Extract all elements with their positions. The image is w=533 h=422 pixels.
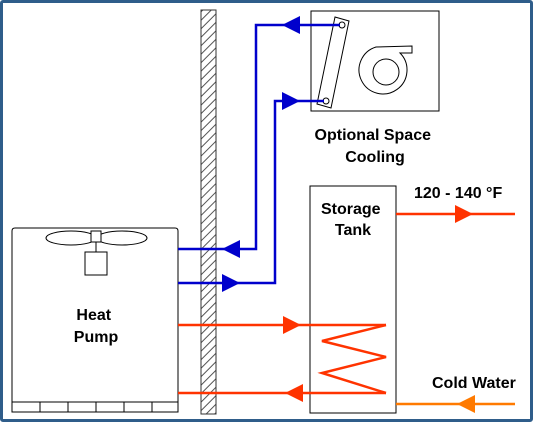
flow-arrow-icon [282,16,300,34]
storage-tank: Storage Tank [309,185,397,414]
flow-arrow-icon [457,395,475,413]
storage-tank-label: Storage Tank [321,201,385,239]
heat-pump-feet [11,401,179,413]
hot-water-temp-label: 120 - 140 °F [414,185,502,202]
fan-icon [45,230,148,276]
cold-water-line-group [396,395,515,413]
flow-arrow-icon [282,92,300,110]
exterior-wall [200,9,217,415]
cold-water-label: Cold Water [432,375,516,392]
flow-arrow-icon [222,274,240,292]
space-cooling-unit: Optional Space Cooling [310,10,440,166]
refrigerant-arrows [222,16,300,292]
heat-pump-label: Heat Pump [74,307,119,346]
refrigerant-supply-line [178,99,324,285]
flow-arrow-icon [283,316,301,334]
space-cooling-label: Optional Space Cooling [315,127,436,166]
heat-exchanger-coil [317,323,387,395]
flow-arrow-icon [285,384,303,402]
cooling-coil-icon [316,16,350,109]
hot-water-arrows [283,205,473,402]
flow-arrow-icon [222,240,240,258]
heat-pump-unit: Heat Pump [11,227,179,413]
blower-icon [358,45,413,95]
flow-arrow-icon [455,205,473,223]
